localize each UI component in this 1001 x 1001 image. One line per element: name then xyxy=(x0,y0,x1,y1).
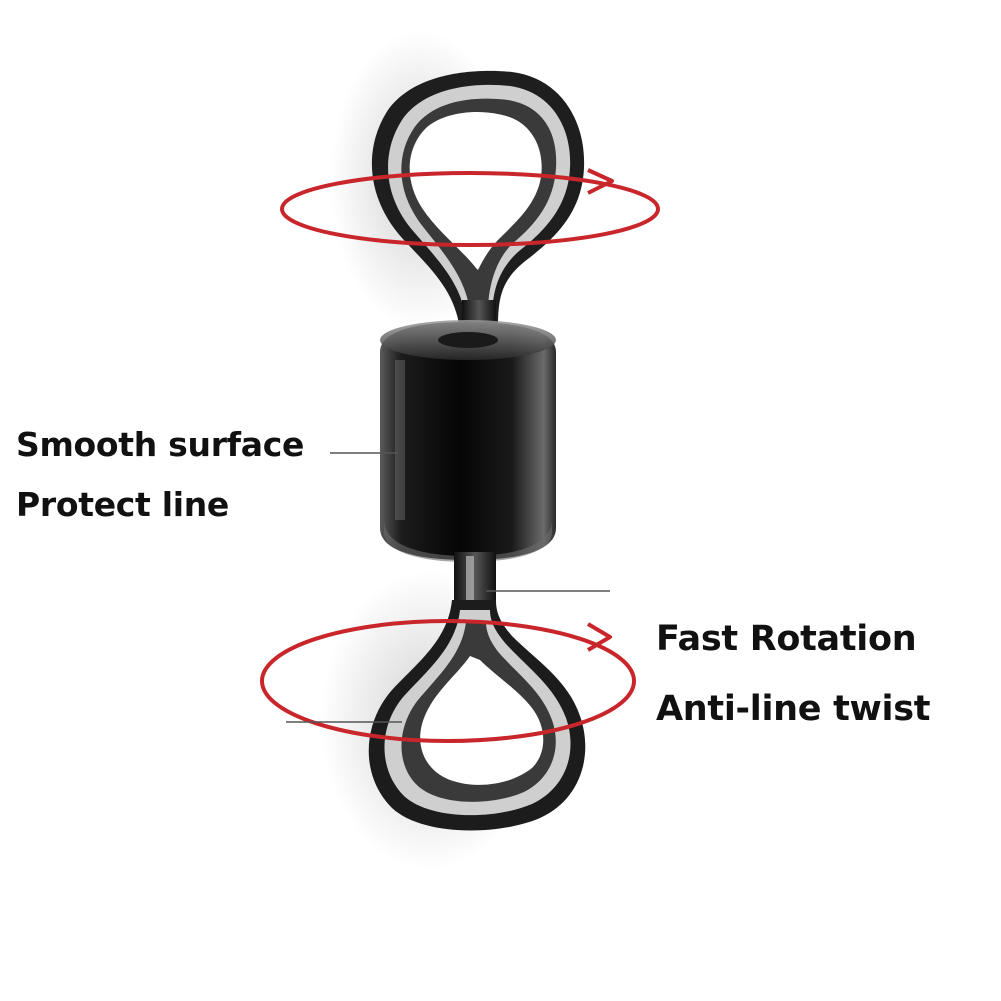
protect-line-label: Protect line xyxy=(16,485,230,524)
anti-line-twist-label: Anti-line twist xyxy=(656,689,931,729)
top-rotation-ring-icon xyxy=(280,168,660,247)
swivel-barrel xyxy=(380,320,556,562)
bottom-eye-ring xyxy=(368,600,586,831)
fast-rotation-label: Fast Rotation xyxy=(656,619,917,659)
top-eye-ring xyxy=(371,70,585,330)
bottom-rotation-ring-icon xyxy=(260,619,636,743)
smooth-surface-label: Smooth surface xyxy=(16,425,305,464)
